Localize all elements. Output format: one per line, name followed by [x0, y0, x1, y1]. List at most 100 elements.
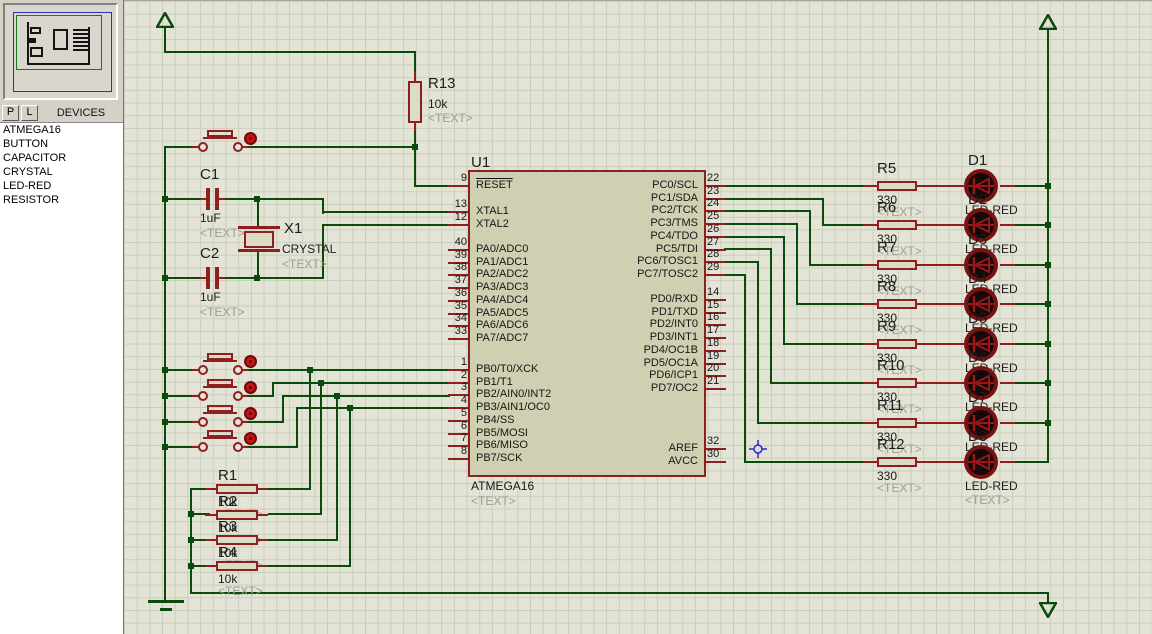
pin-number: 40 — [454, 236, 467, 248]
button-actuator[interactable] — [244, 432, 257, 445]
button-actuator[interactable] — [244, 381, 257, 394]
component-text: <TEXT> — [877, 244, 922, 259]
pin-label: AVCC — [668, 454, 698, 467]
component-value: 10k — [218, 572, 238, 587]
pin-number: 29 — [707, 260, 720, 273]
pin-number: 23 — [707, 184, 720, 197]
pin-label: PB3/AIN1/OC0 — [476, 401, 550, 414]
component-ref: D7 — [968, 388, 988, 406]
pin-label: PB4/SS — [476, 413, 515, 426]
button-actuator[interactable] — [244, 355, 257, 368]
pin-label: PB2/AIN0/INT2 — [476, 388, 552, 401]
button-actuator[interactable] — [244, 407, 257, 420]
device-list-item[interactable]: RESISTOR — [3, 194, 60, 206]
device-list-item[interactable]: ATMEGA16 — [3, 124, 61, 136]
pick-devices-button[interactable]: P — [2, 104, 19, 121]
pin-number: 30 — [707, 447, 720, 460]
power-terminal-icon[interactable] — [1039, 14, 1057, 30]
pin-label: PA3/ADC3 — [476, 281, 529, 294]
led-red-icon — [964, 445, 998, 479]
component-ref: R7 — [877, 238, 897, 256]
component-ref: D8 — [968, 428, 988, 445]
pin-number: 39 — [454, 248, 467, 261]
device-list-item[interactable]: CAPACITOR — [3, 152, 67, 164]
component-value: 330 — [877, 232, 898, 247]
component-ref: R9 — [877, 317, 897, 335]
pin-label: PB1/T1 — [476, 375, 513, 388]
device-list-item[interactable]: LED-RED — [3, 180, 52, 192]
overview-minimap[interactable] — [3, 3, 118, 100]
pin-number: 37 — [454, 274, 467, 287]
component-text: <TEXT> — [200, 305, 245, 319]
pin-number: 20 — [707, 362, 720, 375]
component-value: 10k — [428, 97, 448, 111]
component-part: LED-RED — [965, 479, 1018, 493]
pin-label: AREF — [668, 442, 698, 454]
device-list-item[interactable]: BUTTON — [3, 138, 49, 150]
component-ref: R3 — [218, 518, 238, 536]
pin-number: 12 — [454, 210, 467, 223]
led-red-icon — [964, 405, 998, 440]
component-value: 1uF — [200, 211, 221, 225]
component-text: <TEXT> — [471, 494, 516, 508]
device-list-item[interactable]: CRYSTAL — [3, 166, 53, 178]
pin-label: PC2/TCK — [651, 204, 698, 217]
power-down-terminal-icon[interactable] — [1039, 602, 1057, 618]
mcu-pin-reset[interactable]: 9 RESET — [448, 172, 704, 193]
pin-label: PC6/TOSC1 — [637, 255, 698, 268]
component-value: 10k — [218, 495, 238, 509]
pin-label: PA1/ADC1 — [476, 255, 529, 268]
button-actuator[interactable] — [244, 132, 257, 145]
library-button[interactable]: L — [21, 104, 38, 121]
component-ref: R4 — [218, 544, 238, 562]
component-text: <TEXT> — [877, 441, 922, 456]
pin-label: PD0/RXD — [650, 293, 698, 305]
pin-number: 21 — [707, 374, 720, 387]
pin-number: 5 — [460, 406, 467, 419]
origin-marker-icon — [749, 440, 767, 458]
component-value: 10k — [218, 520, 238, 535]
power-terminal-icon[interactable] — [156, 12, 174, 28]
component-ref: D4 — [968, 270, 988, 288]
pin-number: 9 — [460, 172, 467, 184]
